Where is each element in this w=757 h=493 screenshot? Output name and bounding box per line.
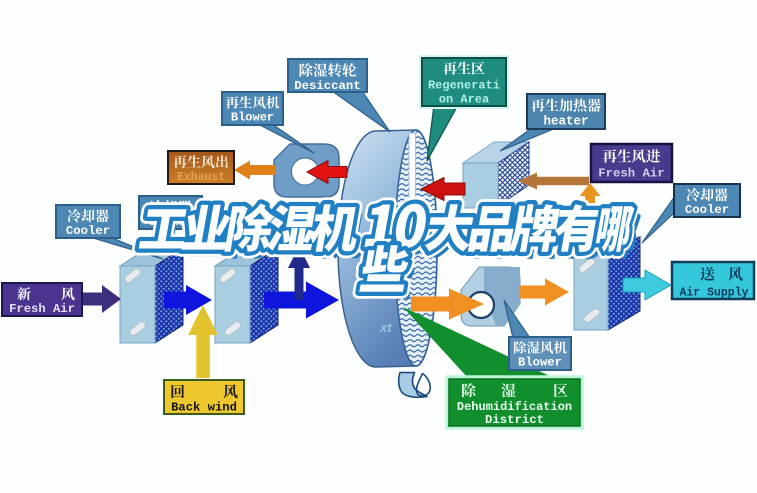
svg-text:Dehumidification: Dehumidification [457, 400, 572, 414]
svg-text:District: District [485, 413, 544, 427]
svg-text:Desiccant: Desiccant [294, 79, 360, 93]
svg-text:xt: xt [379, 320, 392, 335]
svg-text:heater: heater [543, 115, 588, 129]
svg-text:Cooler: Cooler [66, 224, 110, 238]
svg-text:Cooler: Cooler [685, 203, 729, 217]
svg-text:Fresh Air: Fresh Air [9, 302, 75, 316]
svg-text:Blower: Blower [231, 111, 274, 125]
svg-text:Air Supply: Air Supply [679, 287, 748, 300]
svg-text:on Area: on Area [439, 93, 489, 107]
svg-text:Back wind: Back wind [171, 401, 237, 415]
svg-text:Exhaust: Exhaust [177, 171, 225, 184]
svg-text:Fresh Air: Fresh Air [598, 167, 664, 181]
svg-text:Regenerati: Regenerati [428, 79, 500, 93]
svg-text:Blower: Blower [518, 356, 562, 370]
